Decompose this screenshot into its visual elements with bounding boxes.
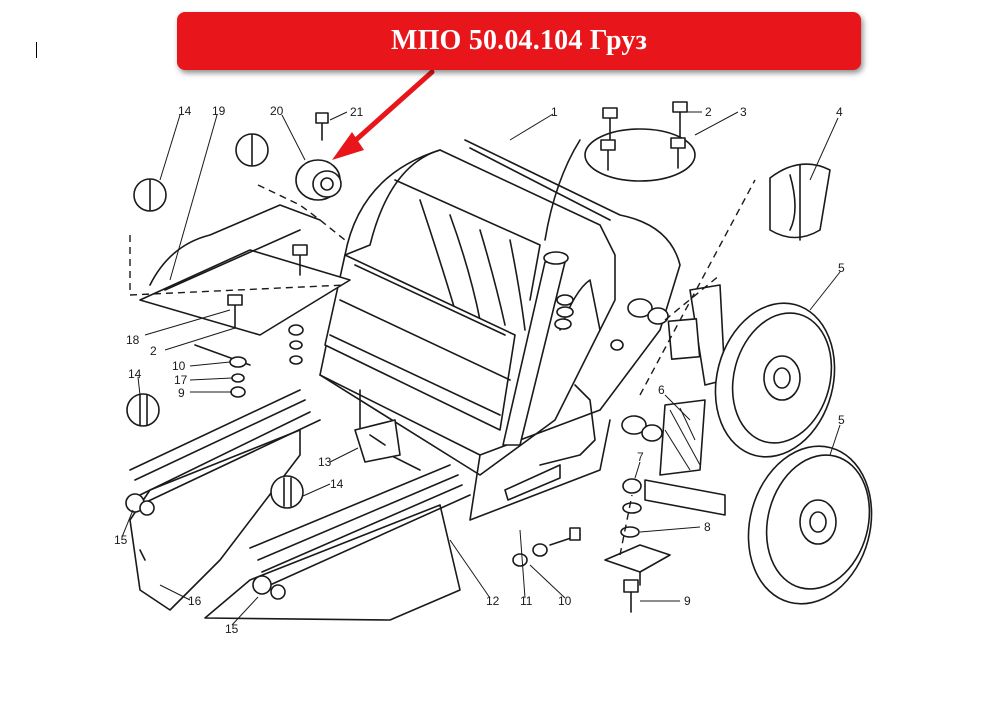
upper-left-plate xyxy=(139,204,351,366)
nuts xyxy=(610,298,669,442)
callout-14-mid: 14 xyxy=(128,367,142,381)
callout-7: 7 xyxy=(637,450,644,464)
part-20-weight xyxy=(295,112,342,201)
text-cursor xyxy=(36,42,37,58)
callout-2-left: 2 xyxy=(150,344,157,358)
callout-9-right: 9 xyxy=(684,594,691,608)
assembly-guide-lines xyxy=(129,179,756,556)
callout-4: 4 xyxy=(836,105,843,119)
callout-10-left: 10 xyxy=(172,359,186,373)
callout-14-top: 14 xyxy=(178,104,192,118)
callout-3: 3 xyxy=(740,105,747,119)
half-disc xyxy=(769,163,831,241)
callout-6: 6 xyxy=(658,383,665,397)
top-plate xyxy=(584,101,696,182)
callout-12: 12 xyxy=(486,594,500,608)
leader-lines xyxy=(121,111,841,626)
callout-13: 13 xyxy=(318,455,332,469)
small-bracket xyxy=(354,419,401,463)
callout-11: 11 xyxy=(520,594,533,608)
vertical-shaft xyxy=(502,139,581,446)
callout-17: 17 xyxy=(174,373,188,387)
callout-5-upper: 5 xyxy=(838,261,845,275)
main-hopper-body xyxy=(319,139,681,521)
wheel-upper xyxy=(714,302,836,458)
callout-14-low: 14 xyxy=(330,477,344,491)
callout-9-left: 9 xyxy=(178,386,185,400)
cotter-pins xyxy=(126,133,304,509)
part-title: МПО 50.04.104 Груз xyxy=(390,25,648,56)
side-bracket xyxy=(644,284,726,516)
callout-16: 16 xyxy=(188,594,202,608)
callout-19: 19 xyxy=(212,104,226,118)
callout-1: 1 xyxy=(551,105,558,119)
callout-18: 18 xyxy=(126,333,140,347)
bottom-hardware xyxy=(512,478,671,613)
callout-numbers: 1 2 3 4 5 5 6 7 8 9 14 19 20 21 18 2 10 … xyxy=(114,104,845,636)
callout-2-top: 2 xyxy=(705,105,712,119)
callout-5-lower: 5 xyxy=(838,413,845,427)
callout-21: 21 xyxy=(350,105,364,119)
callout-10-bottom: 10 xyxy=(558,594,572,608)
callout-20: 20 xyxy=(270,104,284,118)
callout-8: 8 xyxy=(704,520,711,534)
left-washers xyxy=(229,324,304,398)
title-banner: МПО 50.04.104 Груз xyxy=(177,12,861,70)
callout-15-low: 15 xyxy=(225,622,239,636)
wheel-lower xyxy=(747,445,873,605)
highlight-arrow xyxy=(332,69,435,160)
left-flap xyxy=(125,389,321,611)
callout-15-left: 15 xyxy=(114,533,128,547)
right-flap xyxy=(204,464,471,621)
